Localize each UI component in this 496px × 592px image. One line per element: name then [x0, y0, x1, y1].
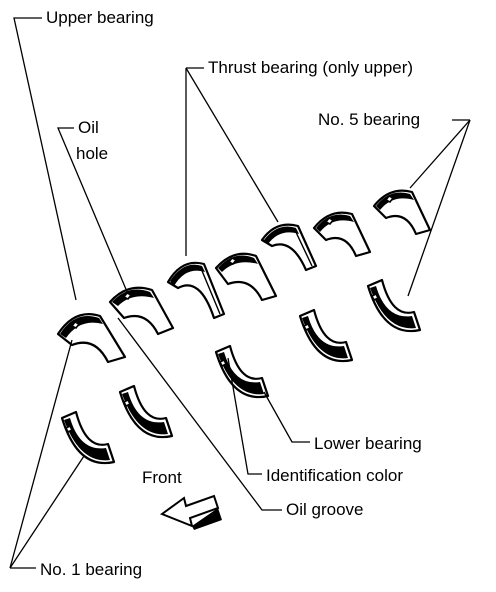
upper-thrust-bearing-no4 [260, 223, 318, 272]
thrust-bearing-label: Thrust bearing (only upper) [208, 58, 414, 77]
upper-bearing-no1 [56, 313, 127, 364]
lower-bearing-no2 [118, 384, 174, 439]
upper-bearing-no4 [312, 211, 372, 258]
oil-label: Oil [78, 118, 99, 137]
upper-bearing-no2 [108, 286, 175, 336]
lower-bearing-label: Lower bearing [314, 434, 422, 453]
front-label: Front [142, 468, 182, 487]
no5-bearing-label: No. 5 bearing [318, 110, 421, 129]
upper-bearing-label: Upper bearing [46, 8, 154, 27]
identification-color-label: Identification color [266, 466, 404, 485]
oil-groove-label: Oil groove [286, 500, 364, 519]
leader-lines [9, 17, 471, 569]
lower-bearing-no1 [60, 410, 116, 465]
hole-label: hole [76, 144, 109, 163]
front-arrow [159, 494, 222, 530]
lower-bearing-no5 [366, 278, 422, 333]
lower-bearing-no4 [298, 308, 354, 363]
lower-bearing-no3 [214, 344, 270, 399]
no1-bearing-label: No. 1 bearing [40, 560, 143, 579]
upper-bearing-no5 [372, 189, 432, 236]
upper-thrust-bearing-no3 [166, 261, 226, 320]
upper-bearing-no3 [214, 252, 278, 302]
